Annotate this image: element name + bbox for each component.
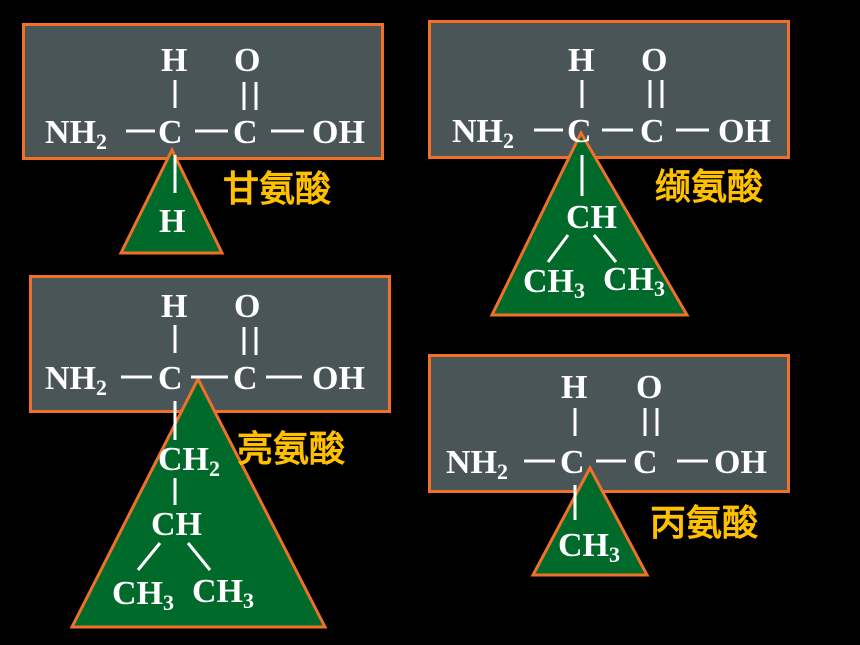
leucine-carboxyl-c: C bbox=[233, 360, 258, 397]
leucine-h-top: H bbox=[161, 288, 188, 325]
leucine-ch-left: CH bbox=[112, 575, 163, 612]
valine-nh: NH bbox=[452, 113, 503, 150]
valine-nh-sub: 2 bbox=[503, 128, 514, 153]
glycine-alpha-c: C bbox=[158, 114, 183, 151]
leucine-nh: NH bbox=[45, 360, 96, 397]
leucine-r-ch: CH bbox=[151, 506, 202, 543]
leucine-r-ch3-right: CH3 bbox=[192, 575, 254, 612]
alanine-ch3-sub: 3 bbox=[609, 542, 620, 567]
valine-ch-right: CH bbox=[603, 261, 654, 298]
valine-name-label: 缬氨酸 bbox=[655, 167, 764, 208]
alanine-alpha-c: C bbox=[560, 444, 585, 481]
alanine-o-top: O bbox=[636, 369, 663, 406]
leucine-nh2: NH2 bbox=[45, 362, 107, 399]
glycine-nh-sub: 2 bbox=[96, 129, 107, 154]
glycine-name-label: 甘氨酸 bbox=[223, 169, 332, 210]
valine-r-ch3-left: CH3 bbox=[523, 265, 585, 302]
alanine-carboxyl-c: C bbox=[633, 444, 658, 481]
valine-ch-left-sub: 3 bbox=[574, 278, 585, 303]
leucine-ch2: CH bbox=[158, 441, 209, 478]
leucine-name-label: 亮氨酸 bbox=[237, 429, 346, 470]
valine-ch-left: CH bbox=[523, 263, 574, 300]
valine-nh2: NH2 bbox=[452, 115, 514, 152]
valine-r-triangle bbox=[489, 129, 690, 317]
glycine-r-triangle bbox=[118, 146, 225, 255]
valine-ch-right-sub: 3 bbox=[654, 276, 665, 301]
leucine-ch-right: CH bbox=[192, 573, 243, 610]
leucine-r-triangle bbox=[69, 375, 328, 629]
valine-alpha-c: C bbox=[567, 113, 592, 150]
glycine-o-top: O bbox=[234, 42, 261, 79]
valine-r-ch3-right: CH3 bbox=[603, 263, 665, 300]
valine-core-panel bbox=[428, 20, 790, 159]
alanine-core-panel bbox=[428, 354, 790, 493]
alanine-r-triangle bbox=[530, 464, 650, 577]
leucine-oh: OH bbox=[312, 360, 365, 397]
glycine-nh2: NH2 bbox=[45, 116, 107, 153]
glycine-carboxyl-c: C bbox=[233, 114, 258, 151]
leucine-alpha-c: C bbox=[158, 360, 183, 397]
glycine-nh: NH bbox=[45, 114, 96, 151]
valine-r-ch: CH bbox=[566, 199, 617, 236]
alanine-oh: OH bbox=[714, 444, 767, 481]
leucine-r-ch2: CH2 bbox=[158, 443, 220, 480]
alanine-r-ch3: CH3 bbox=[558, 529, 620, 566]
alanine-nh-sub: 2 bbox=[497, 459, 508, 484]
alanine-nh2: NH2 bbox=[446, 446, 508, 483]
alanine-h-top: H bbox=[561, 369, 588, 406]
alanine-name-label: 丙氨酸 bbox=[650, 503, 759, 544]
valine-h-top: H bbox=[568, 42, 595, 79]
valine-o-top: O bbox=[641, 42, 668, 79]
leucine-ch-left-sub: 3 bbox=[163, 590, 174, 615]
glycine-r-h: H bbox=[159, 203, 186, 240]
glycine-core-panel bbox=[22, 23, 384, 160]
valine-carboxyl-c: C bbox=[640, 113, 665, 150]
leucine-r-ch3-left: CH3 bbox=[112, 577, 174, 614]
leucine-ch2-sub: 2 bbox=[209, 456, 220, 481]
glycine-h-top: H bbox=[161, 42, 188, 79]
leucine-ch-right-sub: 3 bbox=[243, 588, 254, 613]
valine-oh: OH bbox=[718, 113, 771, 150]
leucine-o-top: O bbox=[234, 288, 261, 325]
alanine-nh: NH bbox=[446, 444, 497, 481]
alanine-ch3: CH bbox=[558, 527, 609, 564]
leucine-nh-sub: 2 bbox=[96, 375, 107, 400]
glycine-oh: OH bbox=[312, 114, 365, 151]
